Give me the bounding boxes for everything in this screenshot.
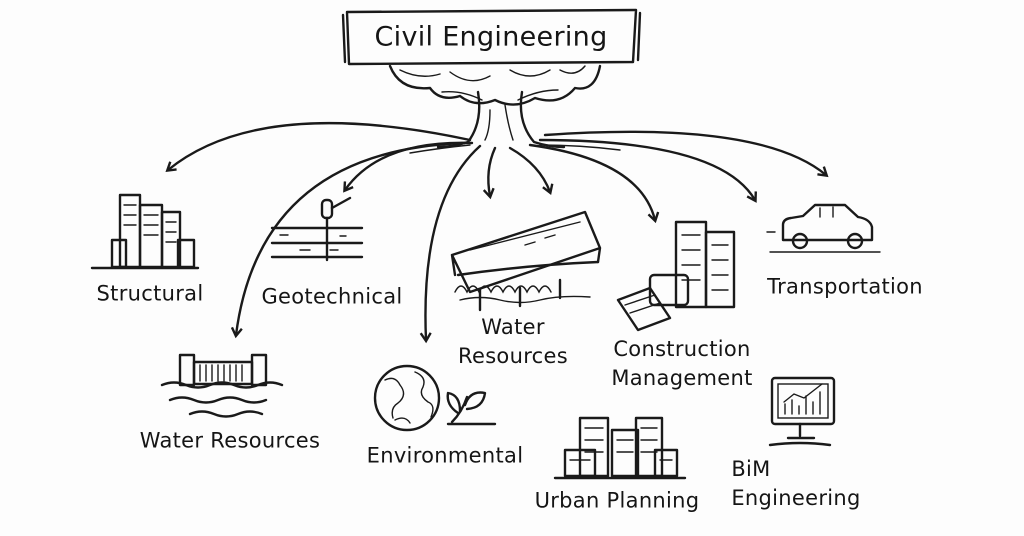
- leaf-icon: [446, 391, 497, 426]
- label-line: Management: [611, 366, 753, 390]
- title-banner: [341, 8, 642, 66]
- arrow-bridge-2: [508, 146, 550, 192]
- tree-icon: [388, 64, 621, 154]
- label-structural: Structural: [96, 281, 204, 306]
- city-buildings-icon: [553, 416, 687, 480]
- label-bim-engineering: BiM Engineering: [731, 455, 860, 513]
- label-environmental: Environmental: [366, 443, 524, 468]
- globe-icon: [373, 364, 441, 432]
- label-line: Resources: [458, 344, 568, 368]
- arrow-water-resources-bridge: [488, 146, 497, 196]
- bridge-icon: [450, 210, 602, 312]
- arrow-urban: [538, 138, 755, 200]
- label-line: Water: [481, 315, 545, 339]
- arrow-construction-management: [528, 143, 655, 220]
- car-icon: [766, 203, 881, 253]
- soil-drill-icon: [270, 196, 364, 262]
- label-transportation: Transportation: [767, 274, 923, 299]
- arrow-transportation: [543, 130, 826, 175]
- dam-icon: [160, 353, 284, 418]
- construction-icon: [616, 220, 736, 332]
- arrow-structural: [168, 121, 472, 170]
- label-urban-planning: Urban Planning: [534, 488, 700, 513]
- arrow-geotechnical: [345, 141, 474, 190]
- label-water-resources: Water Resources: [139, 428, 321, 453]
- label-geotechnical: Geotechnical: [261, 284, 403, 309]
- monitor-chart-icon: [768, 376, 836, 447]
- arrow-environmental: [425, 144, 482, 340]
- diagram-title: Civil Engineering: [374, 21, 608, 53]
- label-water-resources-bridge: Water Resources: [458, 313, 568, 371]
- branch-arrows: [168, 121, 826, 340]
- label-line: BiM: [731, 457, 771, 481]
- label-construction-management: Construction Management: [611, 335, 752, 393]
- label-line: Engineering: [731, 486, 861, 510]
- buildings-icon: [90, 193, 200, 270]
- label-line: Construction: [613, 337, 751, 361]
